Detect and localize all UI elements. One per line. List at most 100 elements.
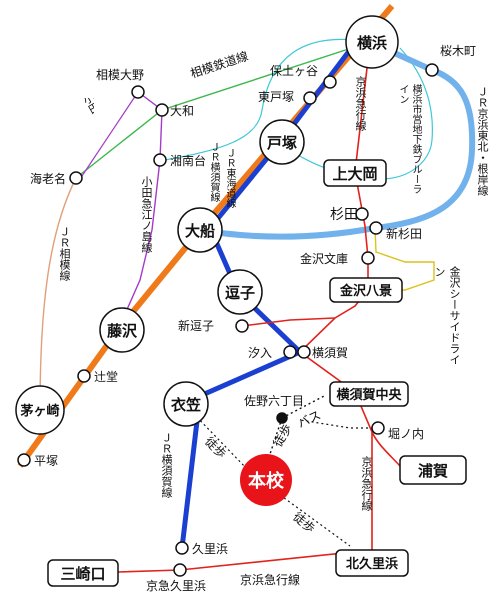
station-dot-hiratsuka [17,453,31,467]
station-dot-shonandai [153,153,167,167]
walk-route-horinouchi [299,419,378,429]
vlabel-jr-yokosuka-lower-fo: ＪＲ横須賀線 [160,432,173,498]
vlabel-jr-yokosuka-upper-fo: ＪＲ横須賀線 [208,142,219,202]
station-totsuka: 戸塚 [267,134,297,152]
vlabel-keikyu-b-fo: 京浜急行線 [360,456,373,511]
station-box-yokosuka-chuo [329,381,409,407]
station-dot-yokosuka [297,345,311,359]
vlabel-odakyu-enoshima-fo: 小田急江ノ島線 [140,176,153,253]
station-sugita: 杉田 [330,207,358,223]
station-dot-shin-zushi [235,319,249,333]
station-labels: 桜木町 保土ヶ谷 東戸塚 杉田 新杉田 金沢文庫 新逗子 汐入 横須賀 堀ノ内 … [30,44,476,593]
station-zushi: 逗子 [225,284,255,302]
station-higashi-totsuka: 東戸塚 [258,90,294,104]
station-circle-fujisawa [99,307,145,353]
school-circle [240,454,292,506]
vlabel-jr-tokaido-fo: ＪＲ東海道線 [224,148,235,208]
station-fujisawa: 藤沢 [107,322,138,340]
station-shin-sugita: 新杉田 [386,226,422,241]
boxed-stations: 上大岡 金沢八景 横須賀中央 浦賀 北久里浜 三崎口 [47,159,467,587]
keikyu-zushi-branch [241,317,336,327]
vlabel-blue-line-fo: 横浜市営地下鉄ブルーライン [397,84,421,194]
line-label-keikyu-lower: 京浜急行線 [240,572,300,587]
station-kamiooka: 上大岡 [332,165,377,183]
station-box-kanazawa-hakkei [329,277,403,303]
station-circle-ofuna [177,207,223,253]
vlabel-odakyu-fo: 小田急線 [79,98,94,136]
station-kurihama: 久里浜 [192,542,228,556]
line-label-jr-yokosuka-upper: ＪＲ横須賀線 [208,142,219,202]
station-kanazawa-bunko: 金沢文庫 [300,251,348,266]
line-label-walk-c: 徒歩 [290,509,318,536]
line-label-odakyu-enoshima: 小田急江ノ島線 [140,176,153,253]
station-dot-shioiri [283,345,297,359]
station-circle-totsuka [259,119,305,165]
odakyu-sagami-link [81,91,139,177]
subway-cyan-line [164,38,371,161]
school-marker: 本校 [240,454,292,506]
line-label-sotetsu: 相模鉄道線 [188,48,250,81]
station-circle-zushi [217,269,263,315]
station-uraga: 浦賀 [418,462,448,480]
station-box-kita-kurihama [335,549,409,577]
seaside-line [368,227,435,291]
station-sagami-ono: 相模大野 [96,68,144,82]
station-sakuragicho: 桜木町 [440,44,476,58]
line-label-keikyu-main: 京浜急行線 [354,76,367,131]
station-shin-zushi: 新逗子 [178,318,214,333]
line-label-jr-tokaido: ＪＲ東海道線 [224,148,235,208]
station-ofuna: 大船 [185,222,215,240]
station-yamato: 大和 [170,104,194,118]
bus-route-2 [267,417,283,461]
station-kanazawa-hakkei: 金沢八景 [339,283,392,299]
station-keikyu-kurihama: 京急久里浜 [146,578,206,593]
station-kita-kurihama: 北久里浜 [346,556,398,572]
station-dot-sano [276,412,288,424]
station-dot-tsujido [77,369,91,383]
station-dot-horinouchi [371,421,385,435]
vlabel-jr-sagami-fo: ＪＲ相模線 [58,226,71,281]
line-label-jr-yokosuka-lower: ＪＲ横須賀線 [160,432,173,498]
line-label-blue-line: 横浜市営地下鉄ブルーライン [397,84,421,194]
major-stations: 横浜 戸塚 大船 逗子 藤沢 茅ヶ崎 衣笠 [15,15,399,435]
keihin-tohoku-line [199,39,476,240]
station-box-uraga [399,455,467,485]
station-circle-yokohama [345,15,399,69]
line-label-walk-b: 徒歩 [270,421,295,449]
station-dot-sakuragicho [425,63,439,77]
vlabel-seaside-fo: 金沢シーサイドライン [433,266,461,365]
station-sanonokuchome: 佐野六丁目 [244,394,304,408]
station-hiratsuka: 平塚 [34,454,58,468]
station-yokohama: 横浜 [357,34,387,52]
line-label-walk-a: 徒歩 [202,434,230,462]
vlabel-keihin-tohoku-fo: ＪＲ京浜東北・根岸線 [476,86,489,196]
station-chigasaki: 茅ヶ崎 [20,403,59,419]
line-label-odakyu: 小田急線 [79,98,94,136]
station-dot-sugita [355,207,369,221]
station-dot-kanazawa-bunko [361,251,375,265]
station-dot-higashi-totsuka [303,91,317,105]
station-dot-yamato [155,103,169,117]
station-hodogaya: 保土ヶ谷 [270,64,318,78]
line-label-keikyu-b: 京浜急行線 [360,456,373,511]
station-dot-shin-sugita [369,221,383,235]
walk-route-kinugasa [189,409,249,471]
station-dot-hodogaya [323,75,337,89]
station-dot-ebina [69,171,83,185]
station-misakiguchi: 三崎口 [60,565,105,583]
station-box-misakiguchi [47,559,119,587]
station-tsujido: 辻堂 [94,370,118,384]
station-ebina: 海老名 [30,171,66,186]
vlabel-keikyu-main-fo: 京浜急行線 [354,76,367,131]
station-kinugasa: 衣笠 [171,396,201,414]
school-label: 本校 [248,470,285,492]
keikyu-uraga-branch [371,431,401,467]
station-dot-sagami-ono [131,85,145,99]
station-circle-kinugasa [163,381,209,427]
line-label-jr-sagami: ＪＲ相模線 [58,226,71,281]
line-labels: 相模鉄道線 京浜急行線 バス 徒歩 徒歩 徒歩 [188,48,323,587]
station-yokosuka: 横須賀 [312,346,348,360]
station-box-kamiooka [323,159,387,187]
station-dot-kurihama [175,541,189,555]
bus-route [281,394,327,419]
